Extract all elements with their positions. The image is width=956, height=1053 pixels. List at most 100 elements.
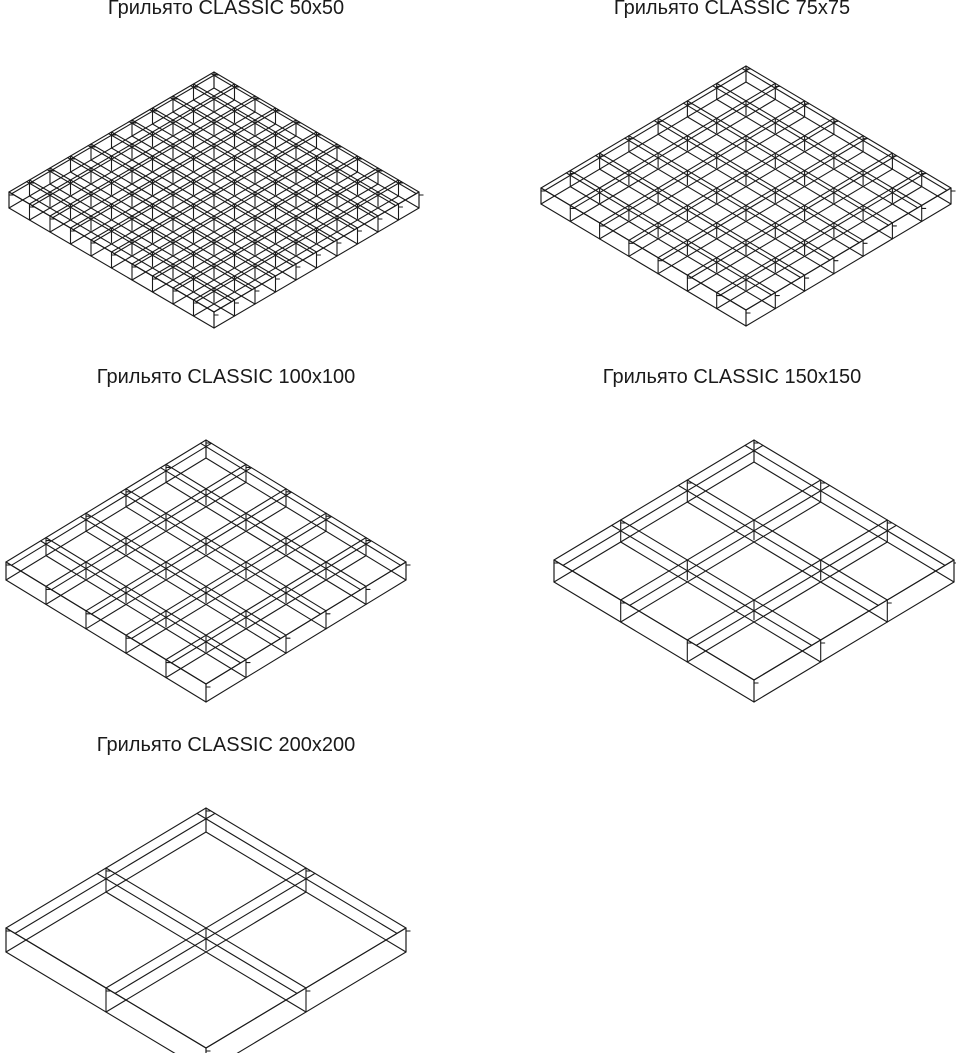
- profile-bottom-edge: [628, 151, 835, 275]
- profile-bottom-edge: [165, 481, 367, 605]
- profile-bottom-edge: [686, 168, 893, 292]
- profile-edge: [657, 117, 864, 241]
- profile-edge: [753, 439, 955, 561]
- profile-edge: [170, 540, 372, 664]
- profile-edge: [120, 491, 322, 615]
- profile-bottom-edge: [540, 203, 747, 327]
- profile-edge: [569, 170, 776, 294]
- profile-edge: [690, 154, 897, 279]
- profile-edge: [87, 145, 294, 267]
- profile-edge: [195, 181, 402, 303]
- profile-bottom-edge: [569, 98, 776, 222]
- profile-edge: [682, 102, 890, 226]
- profile-bottom-edge: [745, 81, 952, 205]
- profile-edge: [753, 559, 955, 681]
- profile-edge: [8, 191, 215, 313]
- profile-bottom-edge: [125, 530, 327, 654]
- profile-bottom-edge: [205, 579, 407, 703]
- profile-edge: [50, 467, 252, 591]
- profile-edge: [540, 187, 747, 311]
- profile-bottom-edge: [753, 461, 955, 583]
- profile-edge: [657, 135, 864, 259]
- profile-bottom-edge: [105, 891, 307, 1013]
- profile-edge: [602, 102, 810, 226]
- profile-bottom-edge: [5, 951, 176, 1053]
- profile-edge: [686, 479, 888, 601]
- profile-edge: [175, 169, 382, 291]
- profile-bottom-edge: [45, 481, 247, 605]
- profile-edge: [745, 65, 952, 189]
- profile-edge: [632, 120, 839, 244]
- profile-edge: [26, 181, 233, 303]
- profile-edge: [686, 100, 893, 224]
- product-caption: Грильято CLASSIC 200x200: [96, 734, 356, 756]
- profile-edge: [661, 137, 868, 261]
- profile-edge: [134, 145, 341, 267]
- profile-edge: [160, 467, 362, 591]
- profile-bottom-edge: [599, 168, 806, 292]
- profile-edge: [130, 515, 332, 640]
- profile-edge: [165, 537, 367, 661]
- profile-edge: [686, 519, 888, 641]
- profile-edge: [562, 444, 764, 566]
- profile-bottom-edge: [620, 541, 822, 663]
- profile-edge: [686, 152, 893, 276]
- profile-edge: [620, 479, 822, 601]
- profile-edge: [553, 439, 755, 561]
- profile-bottom-edge: [85, 506, 287, 630]
- profile-bottom-edge: [686, 541, 888, 663]
- profile-edge: [85, 488, 287, 612]
- profile-edge: [85, 512, 287, 636]
- profile-edge: [5, 439, 207, 563]
- profile-edge: [205, 561, 407, 685]
- profile-bottom-edge: [553, 581, 755, 703]
- profile-edge: [165, 463, 367, 587]
- profile-bottom-edge: [8, 207, 215, 329]
- profile-edge: [10, 442, 212, 566]
- profile-bottom-edge: [657, 151, 864, 275]
- profile-edge: [569, 82, 776, 206]
- profile-edge: [595, 154, 802, 279]
- profile-bottom-edge: [213, 207, 420, 329]
- profile-edge: [40, 540, 242, 664]
- profile-edge: [213, 191, 420, 313]
- profile-bottom-edge: [5, 457, 207, 581]
- profile-bottom-edge: [125, 506, 327, 630]
- profile-edge: [90, 491, 292, 615]
- profile-edge: [599, 100, 806, 224]
- profile-bottom-edge: [165, 555, 367, 679]
- profile-bottom-edge: [716, 186, 923, 310]
- profile-edge: [745, 187, 952, 311]
- profile-edge: [113, 133, 320, 255]
- profile-edge: [624, 137, 831, 261]
- profile-edge: [125, 488, 327, 612]
- profile-bottom-edge: [657, 133, 864, 257]
- profile-bottom-edge: [716, 98, 923, 222]
- profile-edge: [599, 152, 806, 276]
- profile-edge: [553, 559, 755, 681]
- profile-edge: [5, 927, 207, 1049]
- product-caption: Грильято CLASSIC 50x50: [107, 0, 345, 19]
- profile-edge: [540, 65, 747, 189]
- profile-edge: [544, 67, 751, 191]
- profile-edge: [741, 67, 948, 191]
- profile-edge: [205, 927, 407, 1049]
- profile-edge: [677, 484, 879, 606]
- profile-edge: [45, 463, 247, 587]
- profile-edge: [67, 157, 274, 279]
- profile-edge: [716, 170, 923, 294]
- profile-edge: [620, 519, 822, 641]
- profile-edge: [200, 442, 402, 566]
- profile-edge: [720, 172, 927, 296]
- profile-bottom-edge: [540, 81, 747, 205]
- profile-bottom-edge: [236, 951, 407, 1053]
- profile-bottom-edge: [192, 195, 400, 317]
- profile-bottom-edge: [753, 581, 955, 703]
- profile-edge: [125, 512, 327, 636]
